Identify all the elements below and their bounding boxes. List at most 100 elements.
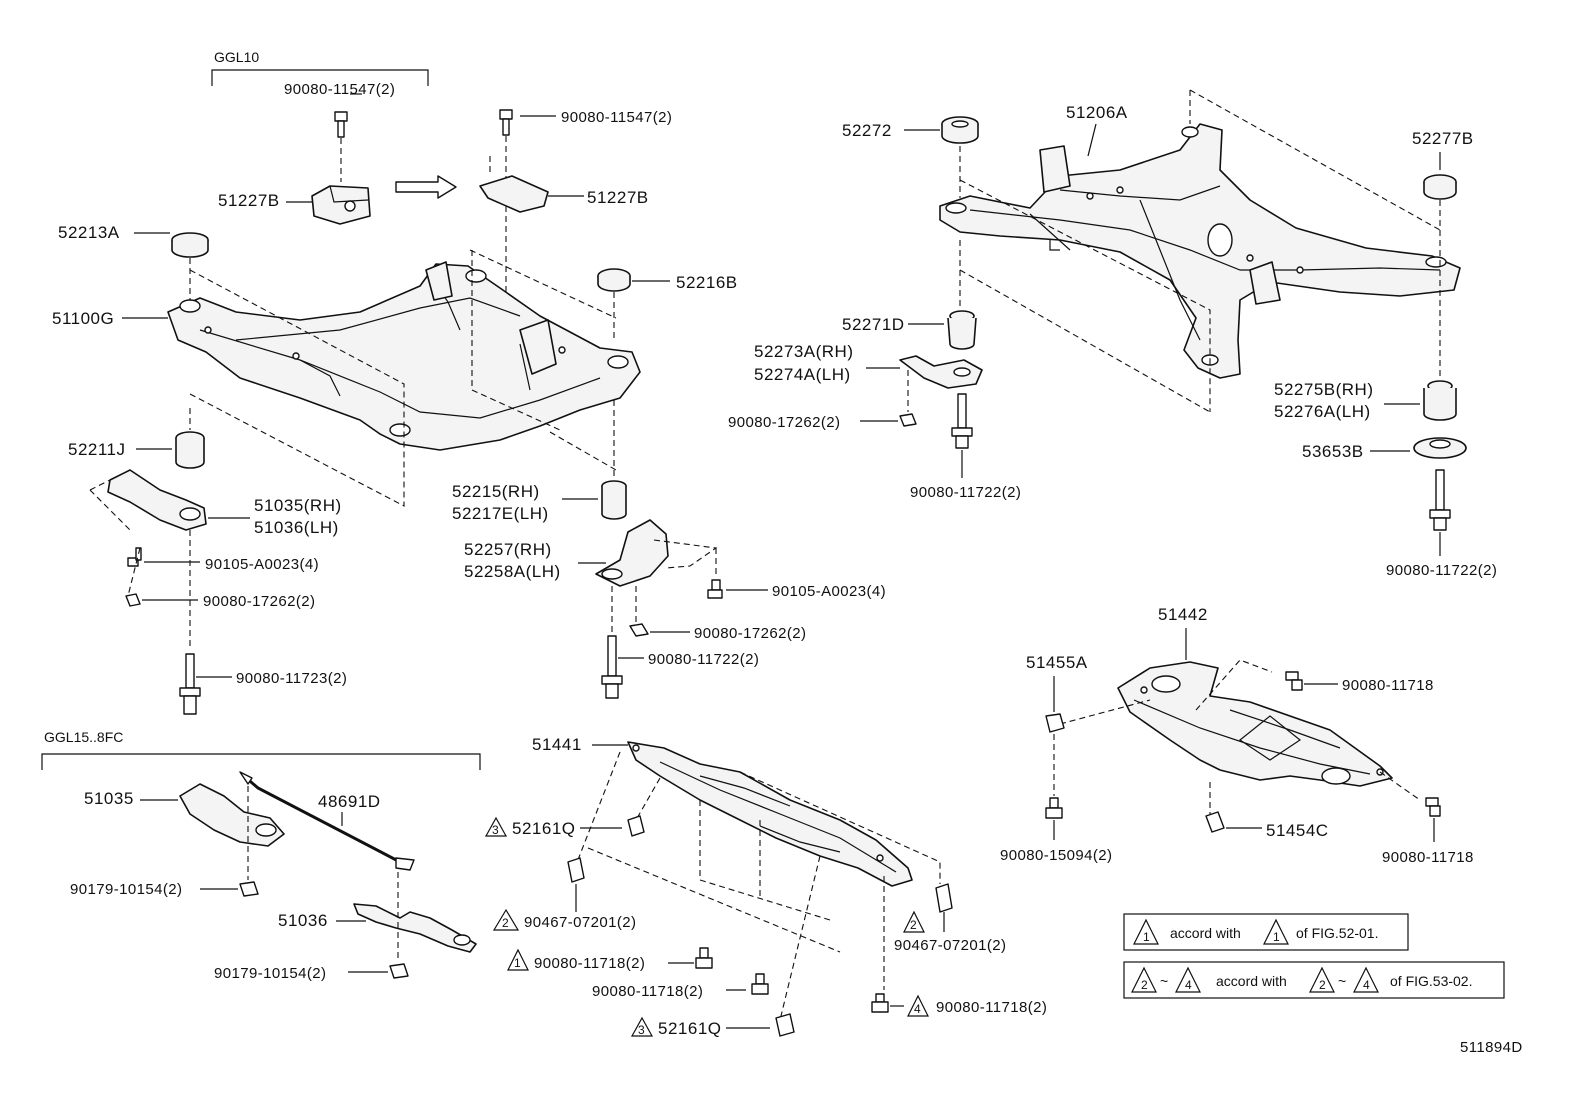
label-52276a-lh: 52276A(LH)	[1274, 402, 1371, 421]
note2-tri-b: 4	[1185, 978, 1192, 992]
clip-51454c-icon	[1205, 811, 1225, 833]
bolt-icon	[695, 947, 713, 969]
cushion-52211j-icon	[175, 431, 205, 469]
label-52257-rh: 52257(RH)	[464, 540, 552, 559]
label-48691d: 48691D	[318, 792, 381, 811]
bolt-icon	[127, 547, 142, 567]
label-90080-11722-a: 90080-11722(2)	[648, 651, 759, 668]
label-52217e-lh: 52217E(LH)	[452, 504, 549, 523]
cushion-52213a-icon	[171, 232, 209, 258]
label-51227b-b: 51227B	[587, 188, 649, 207]
note1-tri: 1	[1143, 930, 1150, 944]
bracket-51036-icon	[353, 903, 477, 953]
triangle-4-icon: 4	[907, 994, 929, 1017]
triangle-1-icon: 1	[507, 948, 529, 971]
note1-text2: of FIG.52-01.	[1296, 925, 1378, 941]
cushion-52272-icon	[941, 116, 979, 144]
cushion-52275b-icon	[1423, 380, 1457, 421]
label-52213a: 52213A	[58, 223, 120, 242]
nut-icon	[389, 963, 409, 979]
label-90080-17262-a: 90080-17262(2)	[203, 593, 315, 610]
bolt-icon	[334, 111, 348, 138]
triangle-3-icon: 3	[484, 816, 508, 837]
nut-icon	[899, 413, 917, 427]
marker-3b: 3	[638, 1023, 645, 1037]
marker-2b: 2	[910, 918, 917, 932]
label-52273a-rh: 52273A(RH)	[754, 342, 854, 361]
bolt-icon	[751, 973, 769, 995]
label-52215-rh: 52215(RH)	[452, 482, 540, 501]
label-51455a: 51455A	[1026, 653, 1088, 672]
note2-tri-d: 4	[1363, 978, 1370, 992]
label-90179-10154-b: 90179-10154(2)	[214, 965, 326, 982]
note1-tri2: 1	[1273, 930, 1280, 944]
ggl10-group: GGL10 90080-11547(2) 51227B	[211, 49, 457, 225]
label-52275b-rh: 52275B(RH)	[1274, 380, 1374, 399]
bolt-icon	[1425, 797, 1441, 817]
marker-2a: 2	[502, 916, 509, 930]
bolt-icon	[871, 993, 889, 1013]
note2-tri-c: 2	[1319, 978, 1326, 992]
rear-right-mount: 52275B(RH) 52276A(LH) 53653B 90080-11722…	[1274, 380, 1497, 579]
arrow-right-icon	[395, 175, 457, 199]
ggl15-group: GGL15..8FC 51035 48691D 90179-10154(2) 5…	[41, 729, 481, 982]
rear-left-mount: 52271D 52273A(RH) 52274A(LH) 90080-17262…	[728, 310, 1021, 501]
label-521610-a: 52161Q	[512, 819, 576, 838]
label-52216b: 52216B	[676, 273, 738, 292]
cushion-52216b-icon	[597, 268, 631, 292]
label-90080-11547-a: 90080-11547(2)	[284, 81, 395, 98]
clip-icon	[567, 857, 585, 883]
note2-text2: of FIG.53-02.	[1390, 973, 1472, 989]
front-top-bracket: 90080-11547(2) 51227B	[479, 109, 672, 340]
brace-48691d-icon	[239, 771, 415, 871]
clip-icon	[935, 883, 953, 913]
label-51036-lh: 51036(LH)	[254, 518, 339, 537]
clip-icon	[775, 1013, 795, 1037]
nut-icon	[239, 881, 259, 897]
cushion-52271d-icon	[947, 310, 977, 350]
bolt-icon	[179, 653, 201, 715]
bolt-icon	[707, 579, 723, 599]
nut-icon	[629, 623, 649, 637]
label-90080-11723: 90080-11723(2)	[236, 670, 347, 687]
label-90467-07201-b: 90467-07201(2)	[894, 937, 1006, 954]
label-52277b: 52277B	[1412, 129, 1474, 148]
label-90080-15094: 90080-15094(2)	[1000, 847, 1112, 864]
note-box-1: 1 accord with 1 of FIG.52-01.	[1123, 913, 1409, 951]
bolt-icon	[1045, 797, 1063, 819]
washer-53653b-icon	[1413, 437, 1467, 459]
marker-1a: 1	[514, 956, 521, 970]
note1-text1: accord with	[1170, 925, 1241, 941]
bracket-51227b-icon	[479, 175, 549, 213]
label-90080-11547-b: 90080-11547(2)	[561, 109, 672, 126]
label-90467-07201-a: 90467-07201(2)	[524, 914, 636, 931]
front-undercover: 51441 3 52161Q 2 90467-072	[484, 735, 1047, 1038]
label-52258a-lh: 52258A(LH)	[464, 562, 561, 581]
label-90080-11718-2a: 90080-11718(2)	[534, 955, 645, 972]
note2-tilde-b: ~	[1338, 973, 1346, 989]
bracket-51035-icon	[179, 783, 285, 847]
label-51441: 51441	[532, 735, 582, 754]
label-51206a: 51206A	[1066, 103, 1128, 122]
label-90080-11722-c: 90080-11722(2)	[1386, 562, 1497, 579]
right-front-lower-mount: 52215(RH) 52217E(LH) 52257(RH) 52258A(LH…	[452, 480, 886, 699]
bolt-icon	[499, 109, 513, 136]
note2-text1: accord with	[1216, 973, 1287, 989]
front-crossmember: 52213A 51100G 5	[52, 223, 738, 507]
bolt-icon	[1285, 671, 1303, 691]
bracket-51227b-icon	[311, 185, 371, 225]
marker-4a: 4	[914, 1002, 921, 1016]
group-label-ggl10: GGL10	[214, 49, 259, 65]
label-51035: 51035	[84, 789, 134, 808]
label-52211j: 52211J	[68, 440, 126, 459]
marker-3a: 3	[492, 823, 499, 837]
label-90080-17262-c: 90080-17262(2)	[728, 414, 840, 431]
label-90080-11718-2b: 90080-11718(2)	[592, 983, 703, 1000]
cushion-52215-icon	[601, 480, 627, 520]
label-90105-a0023-b: 90105-A0023(4)	[772, 583, 886, 600]
label-90080-11718-a: 90080-11718	[1342, 677, 1434, 694]
label-90080-11722-b: 90080-11722(2)	[910, 484, 1021, 501]
bolt-icon	[601, 635, 623, 699]
nut-icon	[125, 593, 141, 607]
